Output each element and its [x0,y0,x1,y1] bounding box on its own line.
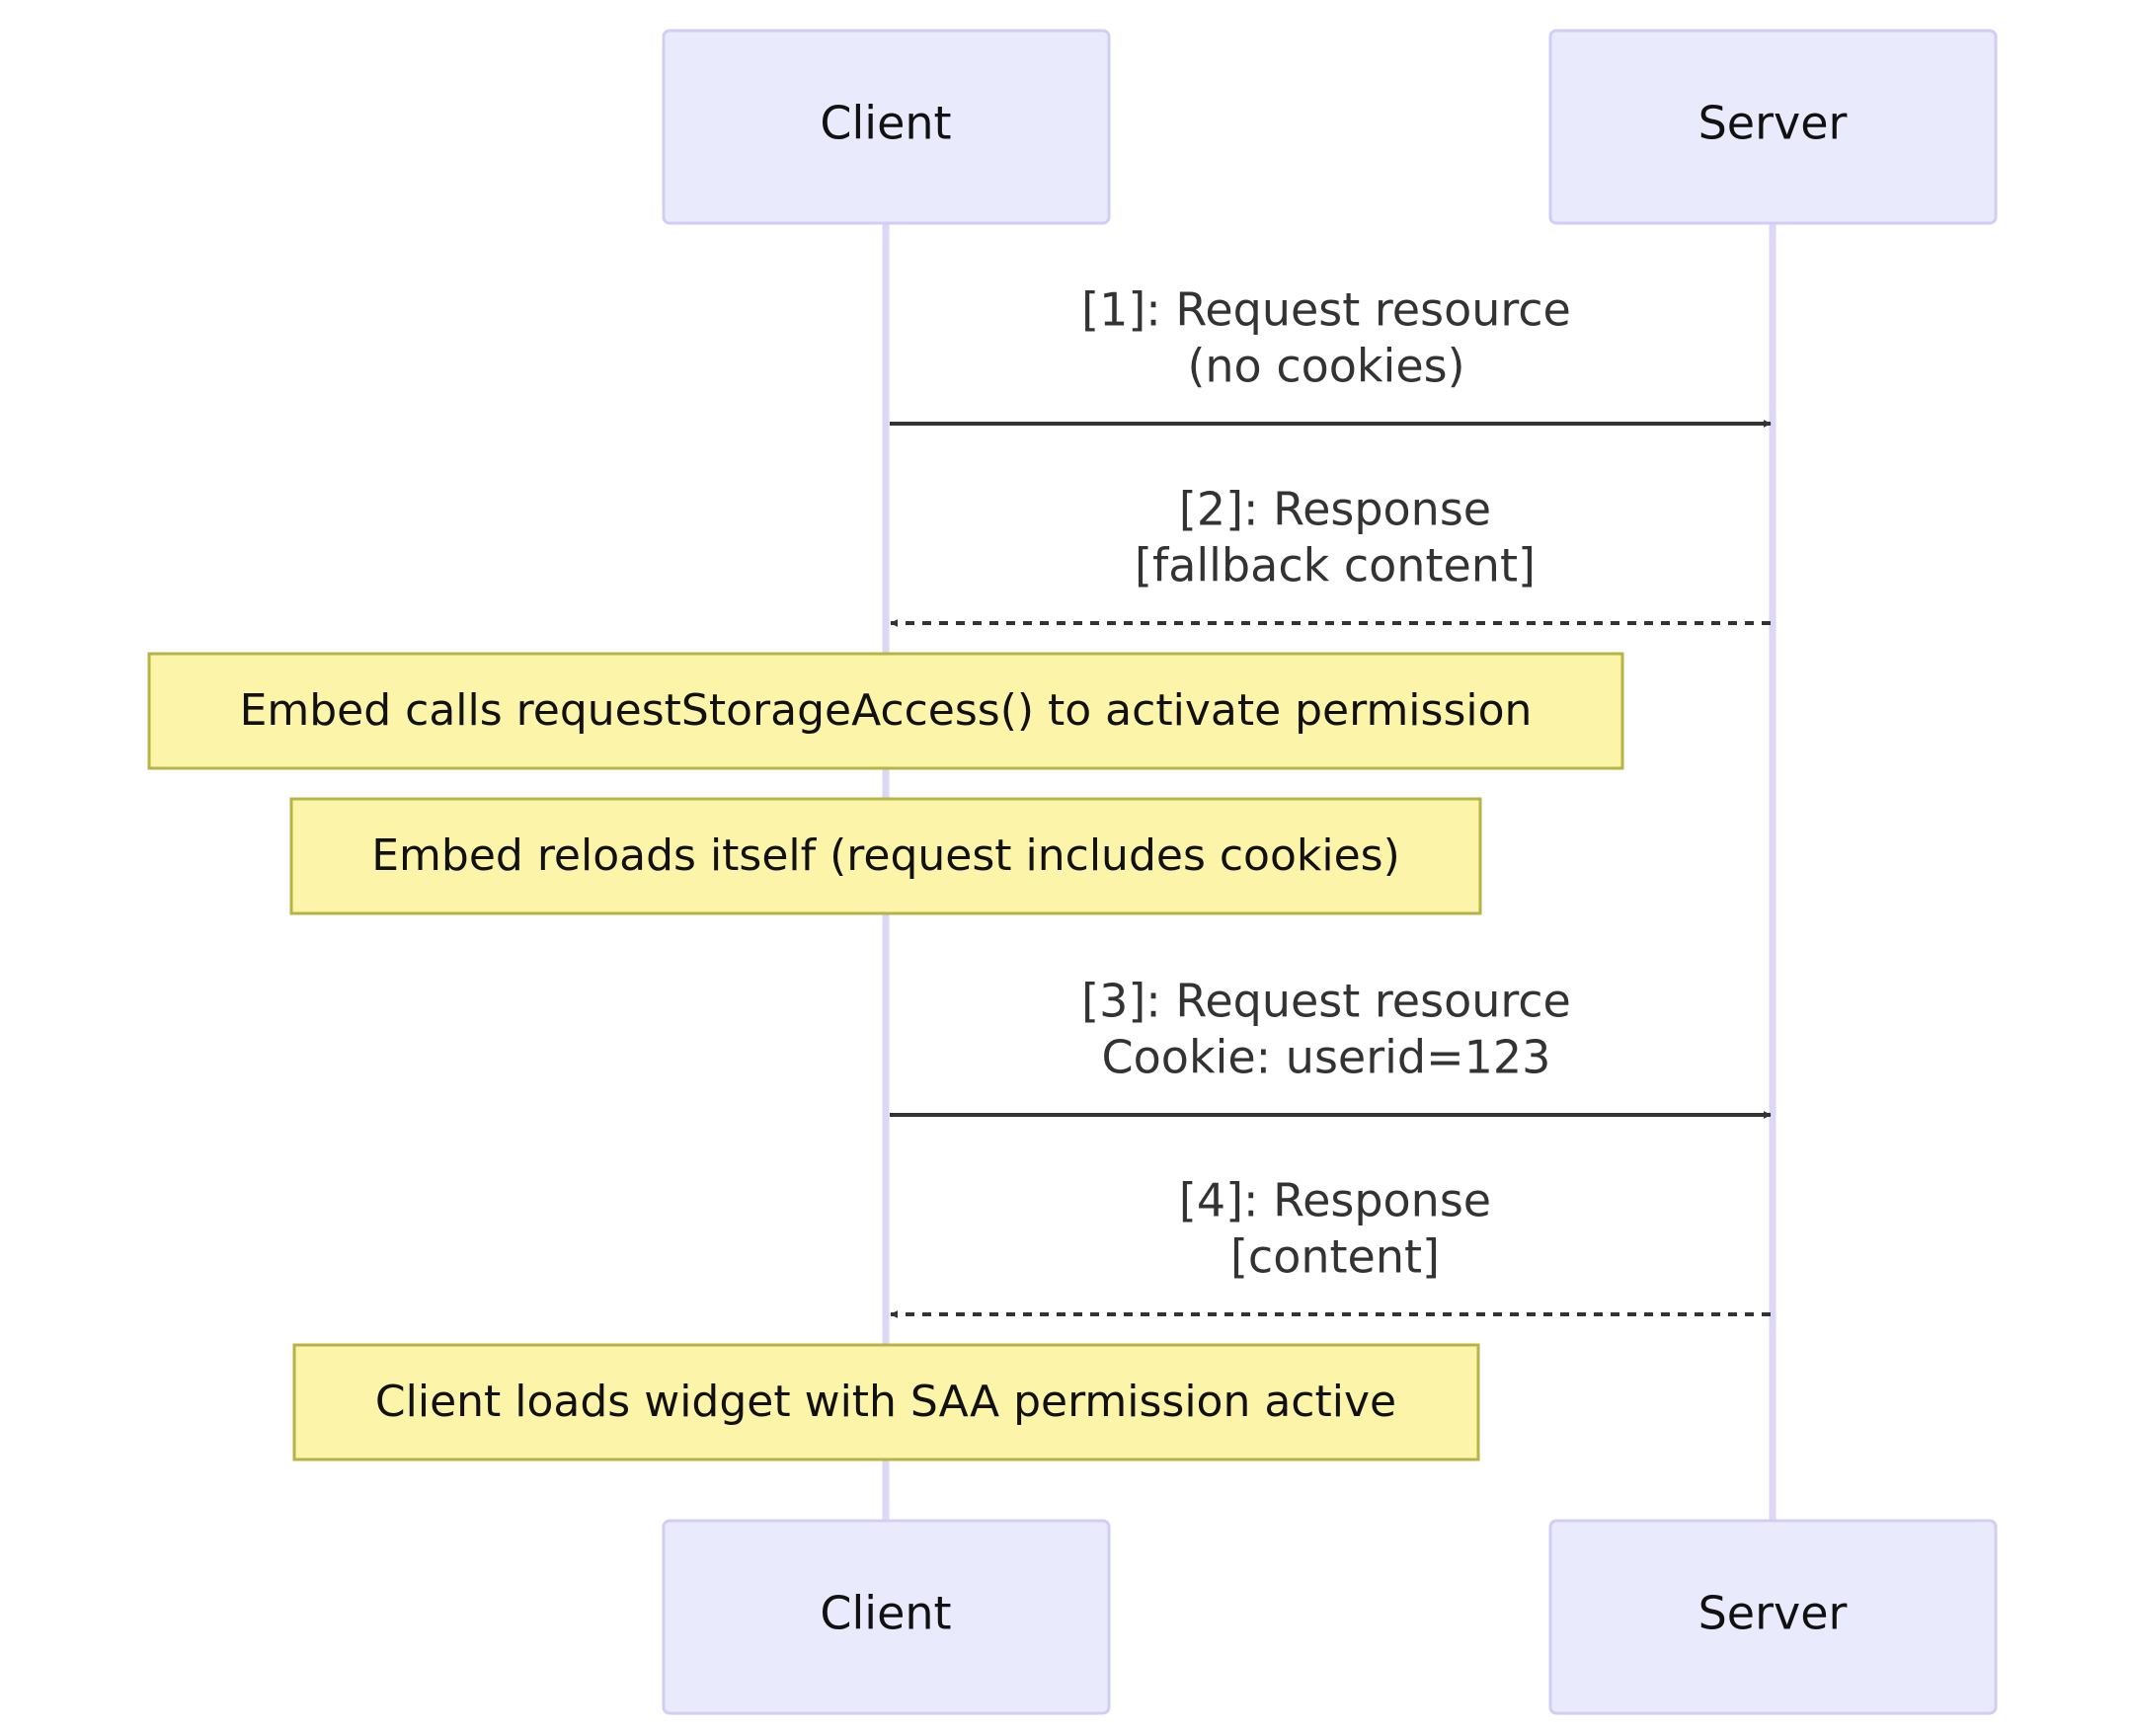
message-1: [1]: Request resource (no cookies) [890,283,1772,428]
message-3-sublabel: Cookie: userid=123 [1102,1031,1551,1084]
message-4: [4]: Response [content] [890,1174,1771,1318]
message-3: [3]: Request resource Cookie: userid=123 [890,975,1772,1119]
participant-client-top: Client [662,29,1111,225]
message-4-sublabel: [content] [1230,1230,1440,1284]
participant-client-bottom-label: Client [820,1587,951,1640]
message-1-sublabel: (no cookies) [1187,340,1464,393]
participant-client-bottom: Client [662,1519,1111,1715]
participant-server-bottom-label: Server [1698,1587,1848,1640]
message-2-label: [2]: Response [1179,483,1491,536]
note-2-text: Embed reloads itself (request includes c… [371,830,1400,881]
participant-server-bottom: Server [1548,1519,1998,1715]
note-2: Embed reloads itself (request includes c… [289,797,1482,915]
message-1-label: [1]: Request resource [1081,283,1571,337]
message-2: [2]: Response [fallback content] [890,483,1771,627]
message-2-sublabel: [fallback content] [1135,539,1536,592]
participant-server-top: Server [1548,29,1998,225]
note-1-text: Embed calls requestStorageAccess() to ac… [240,685,1533,736]
note-1: Embed calls requestStorageAccess() to ac… [147,652,1624,770]
message-3-label: [3]: Request resource [1081,975,1571,1028]
note-3-text: Client loads widget with SAA permission … [375,1377,1396,1427]
note-3: Client loads widget with SAA permission … [292,1343,1480,1461]
participant-client-top-label: Client [820,97,951,150]
message-4-label: [4]: Response [1179,1174,1491,1227]
participant-server-top-label: Server [1698,97,1848,150]
